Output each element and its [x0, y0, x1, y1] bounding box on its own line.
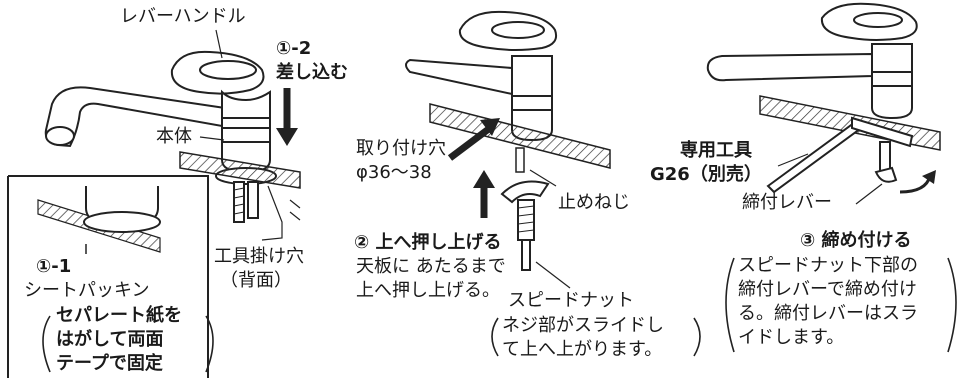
- tighten-lever-label: 締付レバー: [742, 192, 832, 213]
- body-leader: [199, 136, 225, 141]
- speed-nut-label: スピードナット: [508, 290, 634, 311]
- lever-leader: [215, 29, 223, 59]
- tighten-desc-line-3: る。締付レバーはスラ: [738, 303, 918, 324]
- speed-nut: [500, 180, 550, 271]
- rotate-arrow: [899, 170, 936, 194]
- gasket-note-line-2: はがして両面: [56, 329, 164, 350]
- special-tool: [766, 116, 914, 194]
- tighten-desc-line-4: イドします。: [738, 327, 845, 348]
- body-label: 本体: [156, 126, 192, 147]
- push-up-title: ② 上へ押し上げる: [354, 232, 502, 253]
- push-up-arrow: [473, 170, 495, 218]
- mount-hole-size: φ36～38: [356, 162, 432, 183]
- set-screw-leader: [529, 169, 557, 187]
- tighten-lever-leader: [855, 183, 883, 205]
- gasket-note: セパレート紙を はがして両面 テープで固定: [56, 304, 182, 376]
- special-tool-code: G26（別売）: [650, 164, 762, 185]
- speed-nut-paren-right: [693, 317, 701, 357]
- insert-step-number: ①-2: [276, 38, 312, 59]
- faucet-step2: [405, 10, 558, 142]
- special-tool-leader: [777, 153, 809, 167]
- tool-hole-leader: [261, 185, 283, 241]
- counter-top-2: [429, 103, 611, 169]
- insert-step-text: 差し込む: [276, 62, 348, 83]
- tool-hole-label: 工具掛け穴: [214, 246, 304, 267]
- tighten-desc: スピードナット下部の 締付レバーで締め付け る。締付レバーはスラ イドします。: [738, 254, 918, 350]
- gasket-step-number: ①-1: [36, 256, 72, 277]
- gasket-note-line-1: セパレート紙を: [56, 305, 182, 326]
- tighten-paren-left: [725, 257, 735, 353]
- insert-arrow: [276, 88, 298, 146]
- mount-hole-arrow: [447, 118, 500, 161]
- speed-nut-leader: [535, 261, 571, 289]
- set-screw-label: 止めねじ: [558, 192, 630, 213]
- push-up-desc-1: 天板に あたるまで: [356, 256, 506, 277]
- gasket-note-paren-right: [205, 315, 214, 373]
- faucet-step3: [706, 2, 918, 120]
- gasket-inset: [7, 175, 209, 378]
- tighten-title: ③ 締め付ける: [800, 230, 912, 251]
- speed-nut-note: ネジ部がスライドし て上へ上がります。: [502, 314, 664, 362]
- speed-nut-note-line-2: て上へ上がります。: [502, 339, 663, 360]
- tighten-desc-line-1: スピードナット下部の: [738, 255, 918, 276]
- push-up-desc-2: 上へ押し上げる。: [356, 280, 500, 301]
- gasket-note-paren-left: [42, 315, 51, 373]
- gasket-note-line-3: テープで固定: [56, 353, 163, 374]
- mount-hole-label: 取り付け穴: [356, 138, 446, 159]
- counter-top-1: [179, 151, 301, 189]
- spout-tip: [45, 126, 75, 146]
- faucet-body-3: [871, 43, 913, 120]
- speed-nut-note-line-1: ネジ部がスライドし: [502, 315, 664, 336]
- shank: [233, 181, 245, 223]
- tool-hole-note: （背面）: [220, 270, 292, 291]
- tighten-desc-line-2: 締付レバーで締め付け: [738, 279, 917, 300]
- lever-handle-label: レバーハンドル: [120, 6, 246, 27]
- tighten-paren-right: [947, 257, 957, 353]
- speed-nut-paren-left: [491, 317, 499, 357]
- special-tool-label: 専用工具: [680, 140, 752, 161]
- gasket-label: シートパッキン: [24, 280, 150, 301]
